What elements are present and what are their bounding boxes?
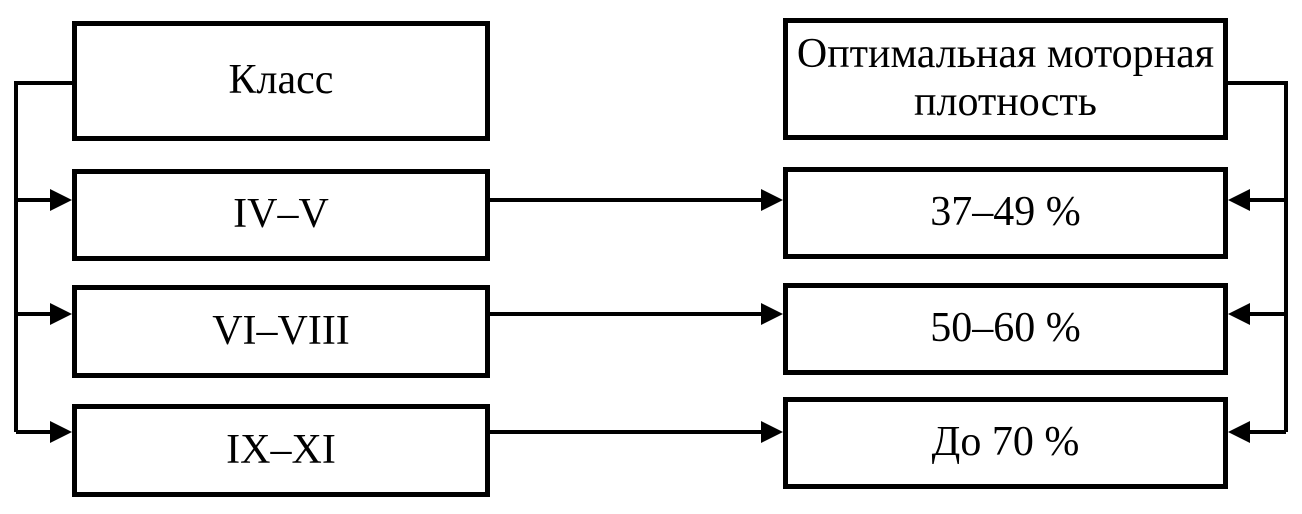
density-row-2-label: 50–60 % <box>930 305 1081 352</box>
density-row-1-box: 37–49 % <box>783 167 1228 259</box>
class-row-3-box: IX–XI <box>72 404 490 497</box>
arrow-right-icon <box>50 189 72 211</box>
arrow-right-icon <box>761 189 783 211</box>
class-row-2-label: VI–VIII <box>212 307 350 354</box>
arrow-right-icon <box>761 303 783 325</box>
arrow-left-icon <box>1228 189 1250 211</box>
row-1-connector <box>490 189 783 211</box>
density-header-label: Оптимальная моторная плотность <box>796 31 1215 125</box>
row-3-connector <box>490 421 783 443</box>
arrow-left-icon <box>1228 421 1250 443</box>
density-header-box: Оптимальная моторная плотность <box>783 18 1228 140</box>
arrow-right-icon <box>50 421 72 443</box>
class-row-3-label: IX–XI <box>226 426 336 473</box>
arrow-left-icon <box>1228 303 1250 325</box>
density-row-3-label: До 70 % <box>931 419 1080 466</box>
class-row-1-box: IV–V <box>72 169 490 261</box>
arrow-right-icon <box>761 421 783 443</box>
density-row-2-box: 50–60 % <box>783 283 1228 375</box>
class-row-1-label: IV–V <box>233 191 329 238</box>
density-row-1-label: 37–49 % <box>930 189 1081 236</box>
right-bracket-connector <box>1228 81 1288 443</box>
density-row-3-box: До 70 % <box>783 397 1228 489</box>
class-header-label: Класс <box>228 57 334 104</box>
arrow-right-icon <box>50 303 72 325</box>
class-header-box: Класс <box>72 21 490 141</box>
left-bracket-connector <box>14 81 72 443</box>
row-2-connector <box>490 303 783 325</box>
class-row-2-box: VI–VIII <box>72 285 490 378</box>
